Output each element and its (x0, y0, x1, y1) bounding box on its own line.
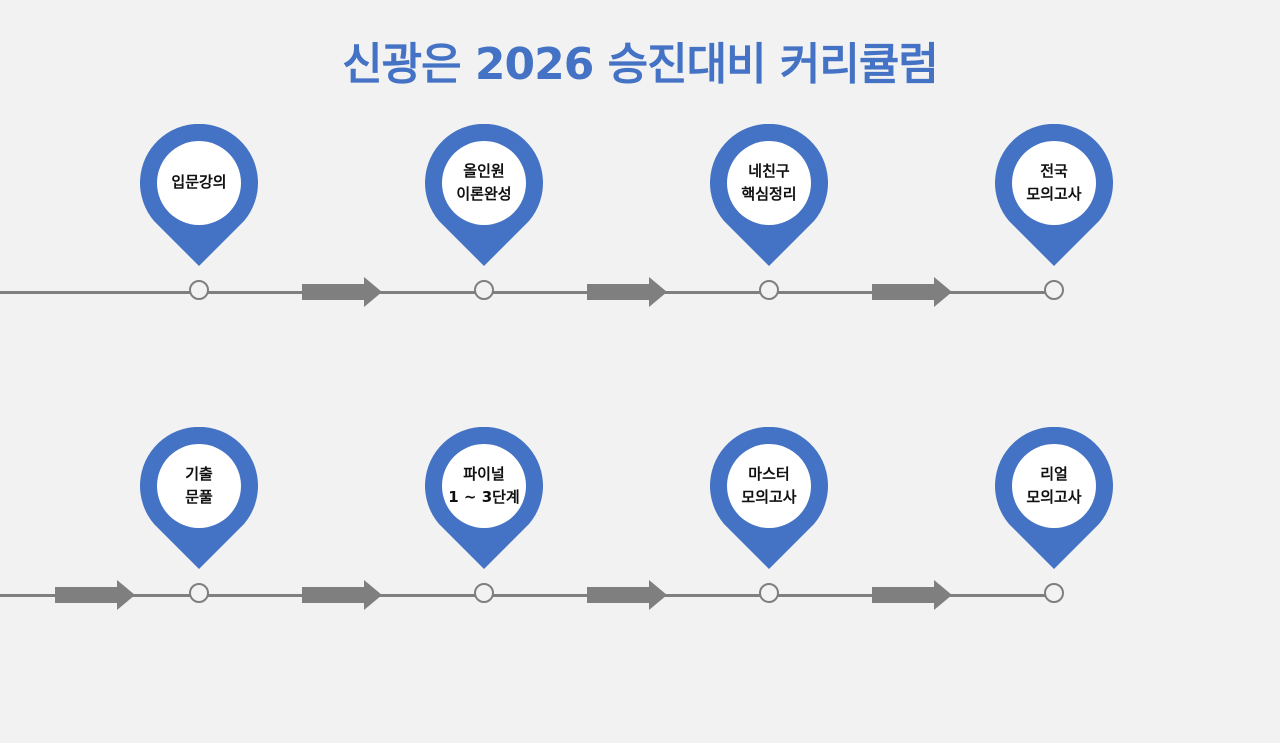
arrow-icon (55, 580, 135, 610)
timeline-row-2: 기출 문풀 파이널 1 ~ 3단계 마스터 모의고사 리얼 모의고사 (0, 413, 1280, 743)
step-pin: 네친구 핵심정리 (710, 124, 828, 266)
step-label: 리얼 모의고사 (1026, 464, 1082, 506)
arrow-icon (872, 277, 952, 307)
timeline-node (759, 583, 779, 603)
step-label: 마스터 모의고사 (741, 464, 797, 506)
step-label: 올인원 이론완성 (456, 161, 512, 203)
timeline-node (474, 583, 494, 603)
step-label: 파이널 1 ~ 3단계 (448, 464, 520, 506)
step-pin: 전국 모의고사 (995, 124, 1113, 266)
map-pin-icon (995, 124, 1113, 266)
timeline-node (189, 280, 209, 300)
step-pin: 마스터 모의고사 (710, 427, 828, 569)
arrow-icon (587, 580, 667, 610)
step-pin: 기출 문풀 (140, 427, 258, 569)
timeline-node (1044, 583, 1064, 603)
map-pin-icon (995, 427, 1113, 569)
timeline-node (1044, 280, 1064, 300)
step-pin: 파이널 1 ~ 3단계 (425, 427, 543, 569)
step-pin: 리얼 모의고사 (995, 427, 1113, 569)
step-pin: 올인원 이론완성 (425, 124, 543, 266)
timeline-line (0, 594, 1060, 597)
step-label: 입문강의 (171, 173, 227, 192)
arrow-icon (302, 580, 382, 610)
map-pin-icon (140, 427, 258, 569)
step-label: 네친구 핵심정리 (741, 161, 797, 203)
map-pin-icon (425, 124, 543, 266)
timeline-row-1: 입문강의 올인원 이론완성 네친구 핵심정리 전국 모의고사 (0, 110, 1280, 440)
map-pin-icon (140, 124, 258, 266)
map-pin-icon (710, 427, 828, 569)
map-pin-icon (425, 427, 543, 569)
arrow-icon (302, 277, 382, 307)
step-label: 기출 문풀 (185, 464, 213, 506)
page-title: 신광은 2026 승진대비 커리큘럼 (342, 39, 939, 90)
timeline-node (759, 280, 779, 300)
arrow-icon (587, 277, 667, 307)
timeline-node (189, 583, 209, 603)
map-pin-icon (710, 124, 828, 266)
arrow-icon (872, 580, 952, 610)
step-label: 전국 모의고사 (1026, 161, 1082, 203)
step-pin: 입문강의 (140, 124, 258, 266)
timeline-node (474, 280, 494, 300)
timeline-line (0, 291, 1060, 294)
